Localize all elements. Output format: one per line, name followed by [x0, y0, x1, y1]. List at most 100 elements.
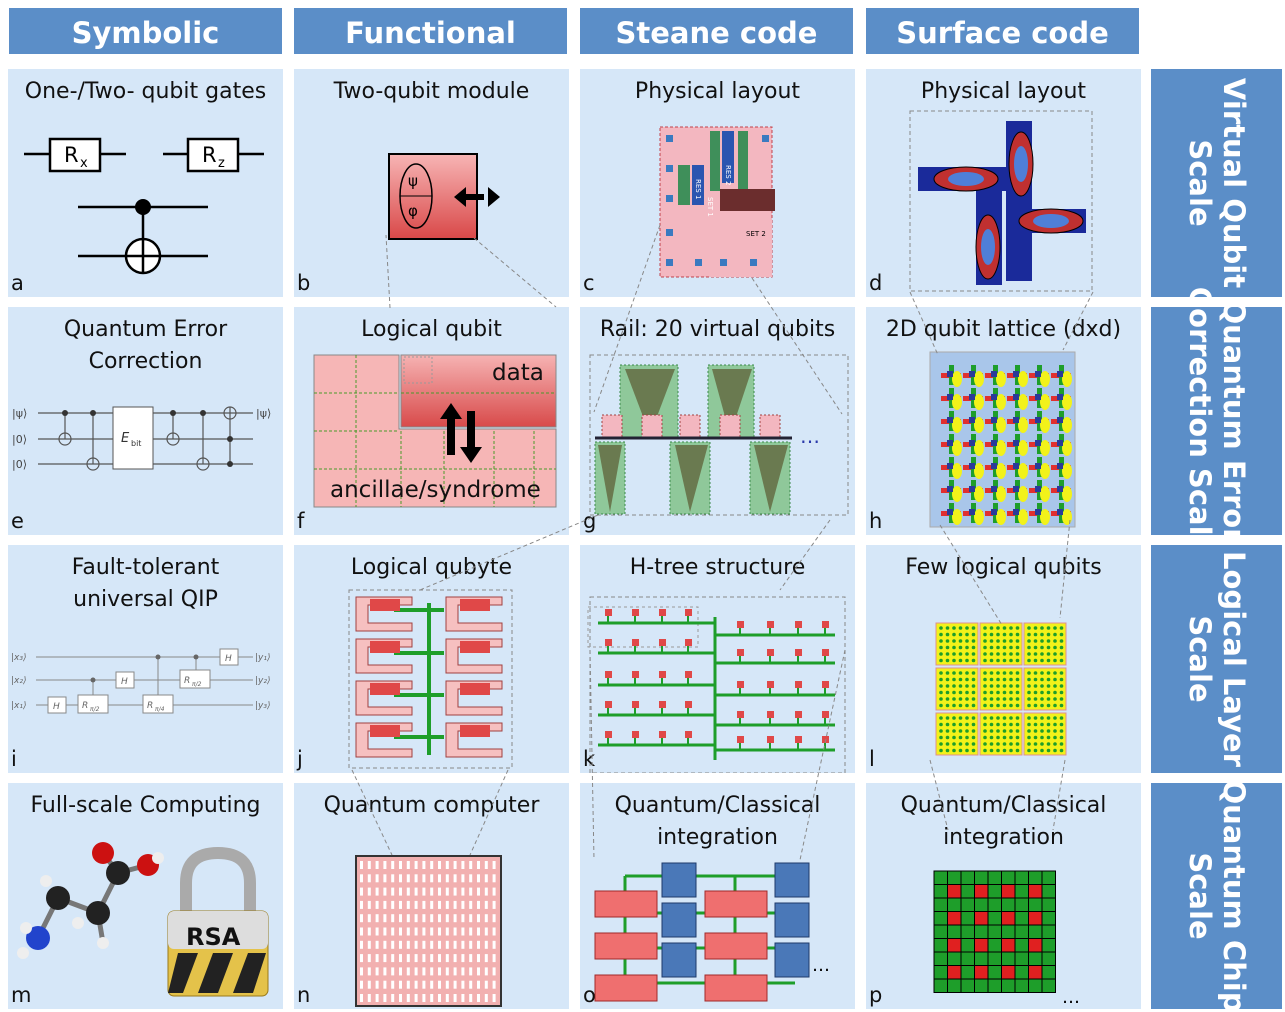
gate-diagram: R x R z	[24, 137, 264, 275]
panel-label: e	[11, 509, 24, 533]
module-diagram: ψ φ	[388, 153, 500, 240]
svg-text:E: E	[121, 431, 130, 446]
cell-b-two-qubit-module: Two-qubit module ψ φ b	[294, 69, 569, 297]
svg-text:π/2: π/2	[192, 681, 202, 688]
column-header-surface-code: Surface code	[866, 8, 1139, 54]
logical-qubit-diagram: data ancillae/syndrome	[313, 354, 557, 508]
swap-arrows-icon	[440, 403, 482, 463]
cell-l-logical-qubits: Few logical qubits l	[866, 545, 1141, 773]
cell-title: Physical layout	[634, 79, 801, 104]
svg-text:H: H	[121, 677, 128, 687]
cell-h-lattice: 2D qubit lattice (dxd) h	[866, 307, 1141, 535]
row-label-logical-layer-scale: Logical Layer Scale	[1151, 545, 1282, 773]
svg-text:φ: φ	[408, 202, 418, 220]
rail-diagram: …	[589, 354, 849, 516]
cell-title: Logical qubit	[361, 317, 502, 342]
svg-text:|y₂⟩: |y₂⟩	[255, 676, 270, 686]
svg-text:|x₃⟩: |x₃⟩	[11, 653, 26, 663]
cell-title: Fault-tolerant universal QIP	[71, 555, 220, 612]
svg-text:SET 1: SET 1	[706, 197, 714, 217]
cell-title: Quantum/Classical integration	[614, 793, 821, 850]
svg-text:π/2: π/2	[90, 706, 100, 713]
double-arrow-icon	[454, 187, 500, 207]
svg-text:|0⟩: |0⟩	[12, 433, 27, 446]
cell-title: Two-qubit module	[333, 79, 530, 104]
panel-label: l	[869, 747, 875, 771]
few-logical-qubits-diagram	[935, 622, 1067, 756]
cell-title: One-/Two- qubit gates	[24, 79, 267, 104]
column-header-symbolic: Symbolic	[9, 8, 282, 54]
cell-a-gates: One-/Two- qubit gates R x R z a	[8, 69, 283, 297]
svg-text:ψ: ψ	[408, 172, 418, 190]
panel-label: a	[11, 271, 24, 295]
svg-text:…: …	[812, 955, 830, 976]
svg-text:|x₁⟩: |x₁⟩	[11, 701, 26, 711]
cell-d-physical-layout: Physical layout d	[866, 69, 1141, 297]
svg-text:R: R	[184, 676, 190, 686]
panel-label: p	[869, 983, 883, 1007]
rz-gate-label: R	[202, 143, 217, 167]
cell-k-htree: H-tree structure k	[580, 545, 855, 773]
svg-text:RES 2: RES 2	[724, 165, 732, 185]
svg-text:RES 1: RES 1	[694, 179, 702, 199]
surface-layout-diagram	[909, 110, 1093, 292]
row-label-quantum-chip-scale: Quantum Chip Scale	[1151, 780, 1282, 1012]
panel-label: n	[297, 983, 311, 1007]
cell-title: Physical layout	[920, 79, 1087, 104]
panel-label: i	[11, 747, 17, 771]
panel-label: j	[297, 747, 303, 771]
svg-text:|ψ⟩: |ψ⟩	[12, 407, 27, 420]
qec-circuit: |ψ⟩ |0⟩ |0⟩ E bit |ψ⟩	[12, 406, 271, 471]
cell-n-quantum-computer: Quantum computer n	[294, 783, 569, 1009]
cell-title: Full-scale Computing	[30, 793, 261, 818]
svg-text:π/4: π/4	[155, 706, 165, 713]
cell-m-full-scale: Full-scale Computing RSA m	[8, 783, 283, 1009]
panel-label: o	[583, 983, 596, 1007]
svg-text:H: H	[53, 702, 60, 712]
panel-label: f	[297, 509, 305, 533]
full-scale-diagram: RSA	[17, 842, 269, 997]
htree-diagram	[587, 596, 846, 773]
svg-text:R: R	[147, 701, 153, 711]
svg-text:|ψ⟩: |ψ⟩	[256, 407, 271, 420]
rx-gate-label: R	[64, 143, 79, 167]
cell-i-fault-tolerant: Fault-tolerant universal QIP |x₃⟩ |x₂⟩ |x₁…	[8, 545, 283, 773]
panel-label: h	[869, 509, 883, 533]
padlock-icon: RSA	[167, 846, 269, 997]
column-header-functional: Functional	[294, 8, 567, 54]
svg-text:…: …	[1062, 987, 1080, 1008]
panel-label: g	[583, 509, 597, 533]
svg-text:RSA: RSA	[186, 923, 241, 951]
svg-text:SET 2: SET 2	[746, 230, 766, 238]
svg-text:|y₃⟩: |y₃⟩	[255, 701, 270, 711]
svg-text:x: x	[80, 156, 88, 171]
cell-j-qubyte: Logical qubyte j	[294, 545, 569, 773]
svg-text:z: z	[218, 156, 225, 171]
steane-integration-diagram: …	[594, 862, 830, 1002]
cell-f-logical-qubit: data ancillae/syndrome Logical qubit f	[294, 307, 569, 535]
panel-label: k	[583, 747, 596, 771]
svg-text:…: …	[800, 424, 820, 448]
svg-text:|0⟩: |0⟩	[12, 458, 27, 471]
cell-o-integration: Quantum/Classical integration … o	[580, 783, 855, 1009]
cell-e-qec: Quantum Error Correction |ψ⟩ |0⟩ |0⟩ E b…	[8, 307, 283, 535]
svg-text:R: R	[82, 701, 88, 711]
ancillae-label: ancillae/syndrome	[330, 477, 541, 503]
quantum-computer-diagram	[355, 855, 502, 1007]
cell-p-integration: Quantum/Classical integration … p	[866, 783, 1141, 1009]
cell-title: Quantum Error Correction	[63, 317, 228, 374]
cell-c-physical-layout: Physical layout RES 2 RES 1 SET 1 SET 2 …	[580, 69, 855, 297]
surface-integration-diagram: …	[933, 870, 1080, 1008]
svg-text:|y₁⟩: |y₁⟩	[255, 653, 270, 663]
column-header-steane-code: Steane code	[580, 8, 853, 54]
qubyte-diagram	[348, 589, 513, 769]
data-label: data	[492, 360, 544, 386]
panel-label: m	[11, 983, 32, 1007]
panel-label: c	[583, 271, 595, 295]
svg-text:|x₂⟩: |x₂⟩	[11, 676, 26, 686]
lattice-diagram	[929, 351, 1076, 528]
panel-label: b	[297, 271, 311, 295]
panel-label: d	[869, 271, 883, 295]
cell-g-rail: Rail: 20 virtual qubits … g	[580, 307, 855, 535]
